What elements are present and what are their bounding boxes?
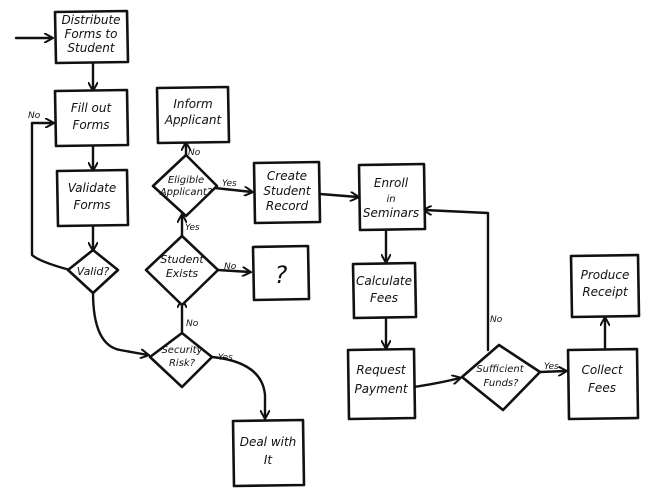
node-distribute-forms: Distribute Forms to Student [53,9,130,65]
label-funds-yes: Yes [544,362,559,372]
deal-line-2: It [264,453,274,467]
label-exists-no: No [224,262,237,272]
fill-line-2: Forms [72,118,109,132]
node-request-payment: Request Payment [346,347,417,421]
calc-line-1: Calculate [356,274,412,288]
node-inform-applicant: Inform Applicant [155,85,231,145]
unknown-label: ? [275,261,288,289]
create-line-3: Record [266,199,309,213]
enroll-line-3: Seminars [363,206,419,220]
deal-line-1: Deal with [240,435,297,449]
distribute-line-1: Distribute [61,13,120,27]
exists-line-1: Student [160,253,204,266]
node-collect-fees: Collect Fees [566,347,640,421]
receipt-line-2: Receipt [582,285,629,299]
node-eligible-decision: Eligible Applicant? [151,153,219,218]
distribute-line-2: Forms to [65,27,118,41]
security-line-1: Security [161,345,203,356]
receipt-line-1: Produce [581,268,630,282]
label-funds-no: No [490,315,503,325]
validate-line-2: Forms [73,198,110,212]
node-security-risk-decision: Security Risk? [148,331,214,389]
create-line-1: Create [267,169,307,183]
label-valid-no: No [28,111,41,121]
edge-valid-security [91,290,148,355]
edge-labels: No No Yes Yes No No Yes No Yes [28,111,559,372]
node-unknown-box: ? [251,244,311,302]
calc-line-2: Fees [370,291,398,305]
label-exists-yes: Yes [185,223,200,233]
distribute-line-3: Student [67,41,116,55]
security-line-2: Risk? [169,358,196,369]
eligible-line-2: Applicant? [159,187,213,198]
edge-exists-unknown [216,270,250,272]
funds-line-2: Funds? [484,378,520,389]
valid-label: Valid? [77,265,110,278]
inform-line-1: Inform [173,97,212,111]
request-line-1: Request [356,363,407,377]
node-valid-decision: Valid? [66,248,120,295]
label-eligible-yes: Yes [222,179,237,189]
enroll-line-1: Enroll [374,176,409,190]
collect-line-1: Collect [581,363,623,377]
node-deal-with-it: Deal with It [231,418,306,488]
edge-funds-collect [538,371,566,372]
validate-line-1: Validate [68,181,117,195]
node-produce-receipt: Produce Receipt [569,253,641,319]
edges [14,38,605,418]
fill-line-1: Fill out [71,101,113,115]
exists-line-2: Exists [166,267,199,280]
request-line-2: Payment [354,382,408,396]
node-enroll-seminars: Enroll in Seminars [357,162,427,232]
label-security-no: No [186,319,199,329]
eligible-line-1: Eligible [168,175,204,186]
label-security-yes: Yes [218,353,233,363]
node-create-student-record: Create Student Record [252,160,322,225]
node-calculate-fees: Calculate Fees [351,261,418,320]
inform-line-2: Applicant [164,113,223,127]
funds-line-1: Sufficient [476,364,524,375]
edge-eligible-create [213,188,252,192]
edge-funds-enroll [424,210,490,352]
enroll-line-2: in [386,194,395,205]
node-student-exists-decision: Student Exists [144,234,220,307]
create-line-2: Student [263,184,312,198]
node-sufficient-funds-decision: Sufficient Funds? [460,343,542,412]
edge-security-deal [210,355,265,418]
edge-request-funds [412,378,460,389]
edge-valid-no-loop [30,123,72,272]
node-validate-forms: Validate Forms [55,168,130,228]
label-eligible-no: No [188,148,201,158]
edge-create-enroll [318,194,358,197]
collect-line-2: Fees [588,381,616,395]
node-fill-out-forms: Fill out Forms [53,88,130,148]
